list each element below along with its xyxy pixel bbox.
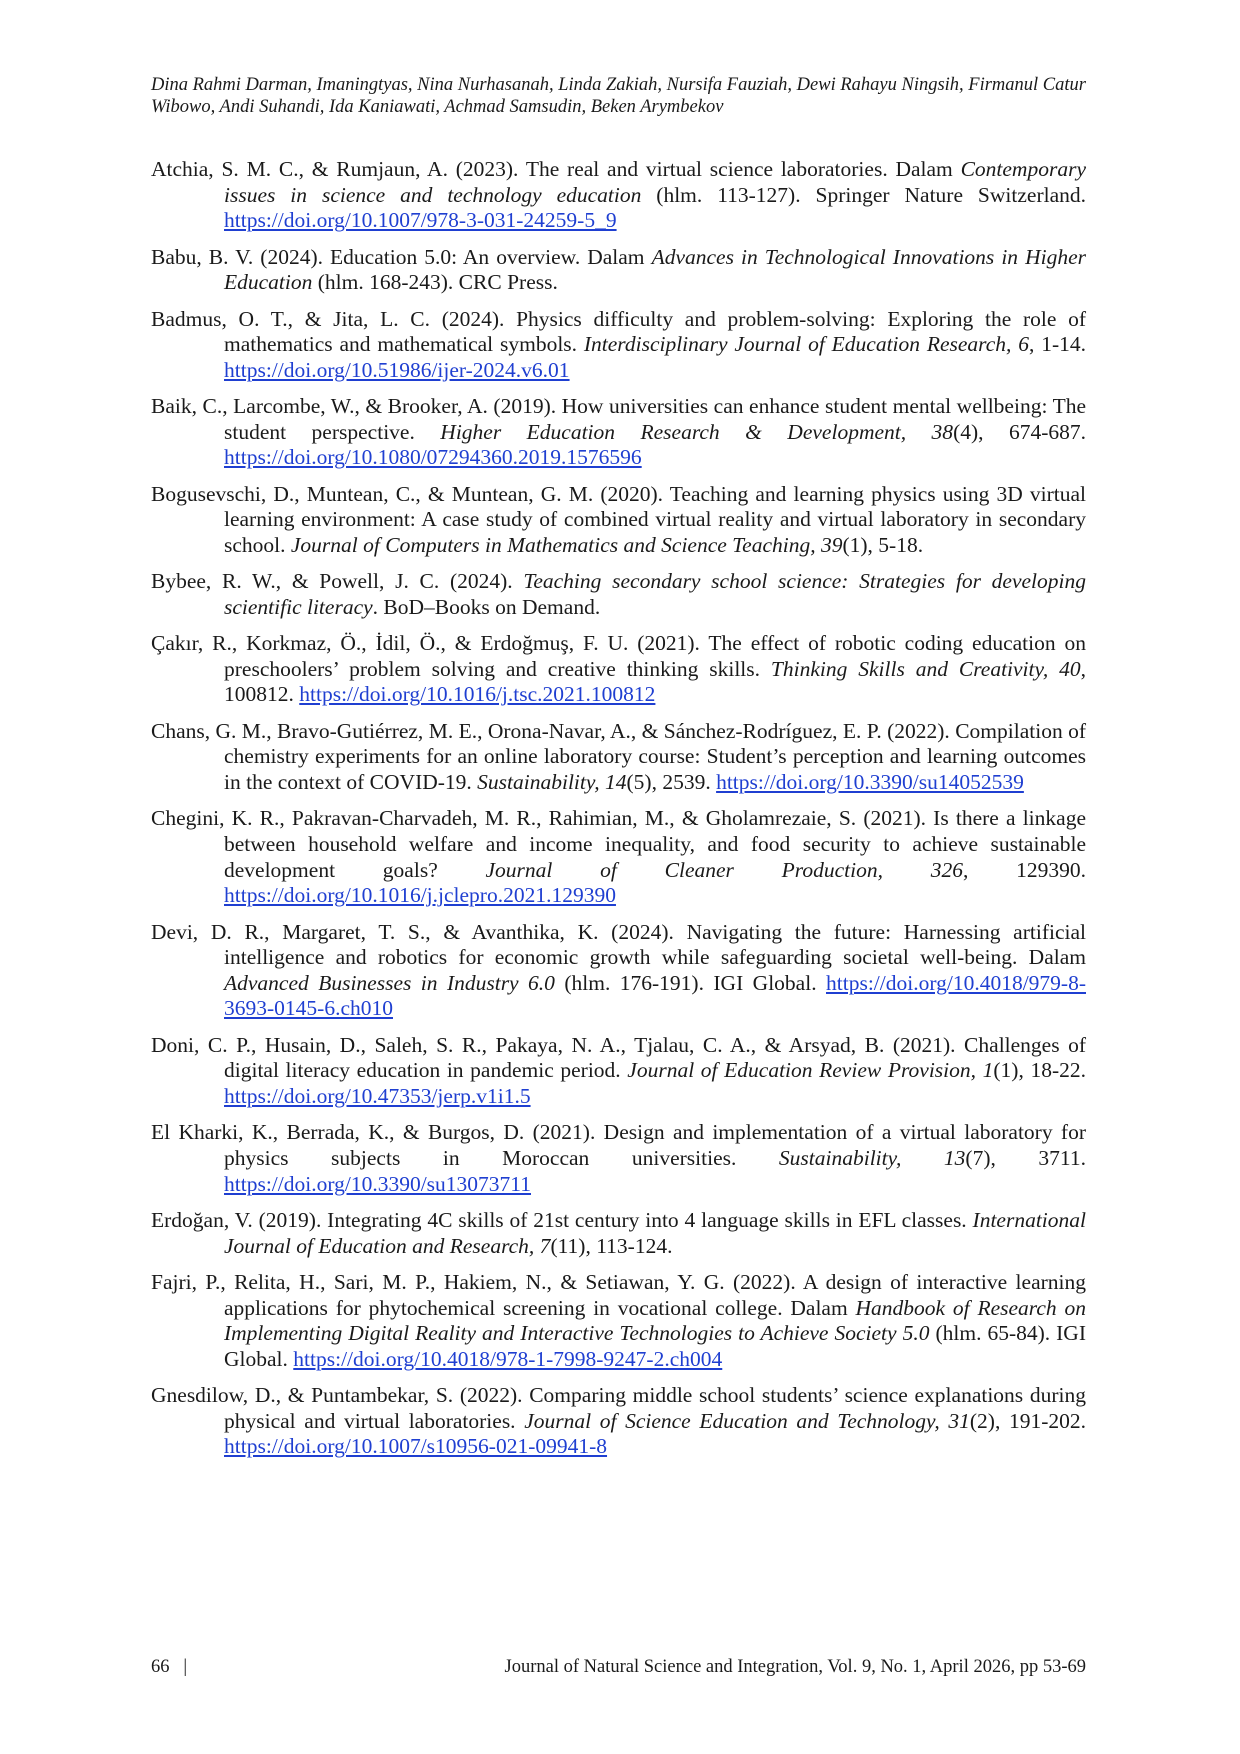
footer-separator: | — [183, 1657, 188, 1677]
reference-details: , 100812. — [224, 656, 1086, 707]
reference-text: Babu, B. V. (2024). Education 5.0: An ov… — [151, 244, 652, 269]
reference-entry: El Kharki, K., Berrada, K., & Burgos, D.… — [151, 1120, 1086, 1197]
doi-link[interactable]: https://doi.org/10.1007/s10956-021-09941… — [224, 1434, 608, 1459]
doi-link[interactable]: https://doi.org/10.1007/978-3-031-24259-… — [224, 208, 617, 233]
page-number: 66 — [151, 1657, 170, 1677]
reference-source-title: International Journal of Education and R… — [224, 1207, 1086, 1258]
reference-text: Erdoğan, V. (2019). Integrating 4C skill… — [151, 1207, 973, 1232]
page-footer: 66 | Journal of Natural Science and Inte… — [151, 1654, 1086, 1680]
reference-details: , 1-14. — [1029, 332, 1086, 357]
reference-text: Baik, C., Larcombe, W., & Brooker, A. (2… — [151, 394, 1086, 444]
doi-link[interactable]: https://doi.org/10.3390/su14052539 — [716, 770, 1024, 795]
doi-link[interactable]: https://doi.org/10.1016/j.jclepro.2021.1… — [224, 883, 616, 908]
reference-source-title: Sustainability, 14 — [477, 770, 627, 795]
reference-text: El Kharki, K., Berrada, K., & Burgos, D.… — [151, 1120, 1086, 1170]
reference-text: Devi, D. R., Margaret, T. S., & Avanthik… — [151, 919, 1086, 970]
doi-link[interactable]: https://doi.org/10.3390/su13073711 — [224, 1171, 531, 1196]
reference-text: Chans, G. M., Bravo-Gutiérrez, M. E., Or… — [151, 718, 1086, 795]
reference-source-title: Higher Education Research & Development,… — [440, 419, 954, 444]
reference-source-title: Journal of Science Education and Technol… — [524, 1408, 970, 1433]
reference-source-title: Advances in Technological Innovations in… — [224, 244, 1086, 295]
doi-link[interactable]: https://doi.org/10.47353/jerp.v1i1.5 — [224, 1083, 531, 1108]
reference-text: Bogusevschi, D., Muntean, C., & Muntean,… — [151, 481, 1086, 557]
reference-source-title: Journal of Education Review Provision, 1 — [627, 1058, 994, 1083]
reference-source-title: Contemporary issues in science and techn… — [224, 157, 1086, 207]
reference-details: (1), 5-18. — [842, 532, 924, 557]
reference-entry: Chans, G. M., Bravo-Gutiérrez, M. E., Or… — [151, 719, 1086, 796]
reference-entry: Chegini, K. R., Pakravan-Charvadeh, M. R… — [151, 806, 1086, 908]
reference-source-title: Journal of Computers in Mathematics and … — [290, 532, 843, 557]
reference-entry: Gnesdilow, D., & Puntambekar, S. (2022).… — [151, 1383, 1086, 1460]
reference-details: (2), 191-202. — [969, 1408, 1086, 1433]
reference-details: (hlm. 65-84). IGI Global. — [224, 1321, 1086, 1371]
reference-entry: Badmus, O. T., & Jita, L. C. (2024). Phy… — [151, 307, 1086, 384]
reference-text: Bybee, R. W., & Powell, J. C. (2024). — [151, 569, 524, 594]
reference-source-title: Sustainability, 13 — [778, 1145, 966, 1170]
reference-entry: Fajri, P., Relita, H., Sari, M. P., Haki… — [151, 1270, 1086, 1372]
reference-source-title: Teaching secondary school science: Strat… — [224, 569, 1086, 619]
reference-entry: Bogusevschi, D., Muntean, C., & Muntean,… — [151, 482, 1086, 559]
reference-text: Gnesdilow, D., & Puntambekar, S. (2022).… — [151, 1383, 1086, 1433]
running-header: Dina Rahmi Darman, Imaningtyas, Nina Nur… — [151, 74, 1101, 118]
reference-list: Atchia, S. M. C., & Rumjaun, A. (2023). … — [151, 157, 1086, 1471]
page-number-block: 66 | — [151, 1654, 187, 1680]
footer-journal: Journal of Natural Science and Integrati… — [504, 1657, 1086, 1677]
reference-source-title: Journal of Cleaner Production, 326 — [485, 857, 963, 882]
doi-link[interactable]: https://doi.org/10.1080/07294360.2019.15… — [224, 445, 642, 470]
doi-link[interactable]: https://doi.org/10.1016/j.tsc.2021.10081… — [299, 682, 656, 707]
doi-link[interactable]: https://doi.org/10.51986/ijer-2024.v6.01 — [224, 357, 570, 382]
doi-link[interactable]: https://doi.org/10.4018/978-1-7998-9247-… — [293, 1346, 723, 1371]
reference-text: Fajri, P., Relita, H., Sari, M. P., Haki… — [151, 1269, 1086, 1320]
reference-source-title: Thinking Skills and Creativity, 40 — [770, 656, 1081, 681]
reference-text: Doni, C. P., Husain, D., Saleh, S. R., P… — [151, 1032, 1086, 1083]
reference-text: Çakır, R., Korkmaz, Ö., İdil, Ö., & Erdo… — [151, 631, 1086, 681]
reference-entry: Doni, C. P., Husain, D., Saleh, S. R., P… — [151, 1033, 1086, 1110]
reference-details: (11), 113-124. — [550, 1233, 673, 1258]
header-authors: Dina Rahmi Darman, Imaningtyas, Nina Nur… — [151, 75, 1086, 117]
reference-details: (hlm. 168-243). CRC Press. — [312, 270, 558, 295]
reference-entry: Çakır, R., Korkmaz, Ö., İdil, Ö., & Erdo… — [151, 631, 1086, 708]
reference-details: (hlm. 176-191). IGI Global. — [554, 970, 826, 995]
reference-details: (hlm. 113-127). Springer Nature Switzerl… — [641, 182, 1086, 207]
reference-source-title: Interdisciplinary Journal of Education R… — [583, 332, 1029, 357]
reference-source-title: Handbook of Research on Implementing Dig… — [224, 1295, 1086, 1346]
reference-entry: Baik, C., Larcombe, W., & Brooker, A. (2… — [151, 394, 1086, 471]
reference-details: , 129390. — [962, 857, 1086, 882]
doi-link[interactable]: https://doi.org/10.4018/979-8-3693-0145-… — [224, 970, 1086, 1021]
reference-entry: Babu, B. V. (2024). Education 5.0: An ov… — [151, 245, 1086, 296]
reference-entry: Erdoğan, V. (2019). Integrating 4C skill… — [151, 1208, 1086, 1259]
reference-text: Badmus, O. T., & Jita, L. C. (2024). Phy… — [151, 306, 1086, 357]
reference-details: (7), 3711. — [965, 1145, 1086, 1170]
reference-text: Chegini, K. R., Pakravan-Charvadeh, M. R… — [151, 806, 1086, 882]
reference-details: (5), 2539. — [626, 770, 717, 795]
reference-details: (4), 674-687. — [953, 419, 1086, 444]
reference-entry: Devi, D. R., Margaret, T. S., & Avanthik… — [151, 920, 1086, 1022]
reference-entry: Bybee, R. W., & Powell, J. C. (2024). Te… — [151, 569, 1086, 620]
reference-details: . BoD–Books on Demand. — [372, 594, 601, 619]
reference-source-title: Advanced Businesses in Industry 6.0 — [224, 970, 555, 995]
reference-text: Atchia, S. M. C., & Rumjaun, A. (2023). … — [151, 157, 961, 181]
reference-entry: Atchia, S. M. C., & Rumjaun, A. (2023). … — [151, 157, 1086, 234]
reference-details: (1), 18-22. — [993, 1058, 1086, 1083]
